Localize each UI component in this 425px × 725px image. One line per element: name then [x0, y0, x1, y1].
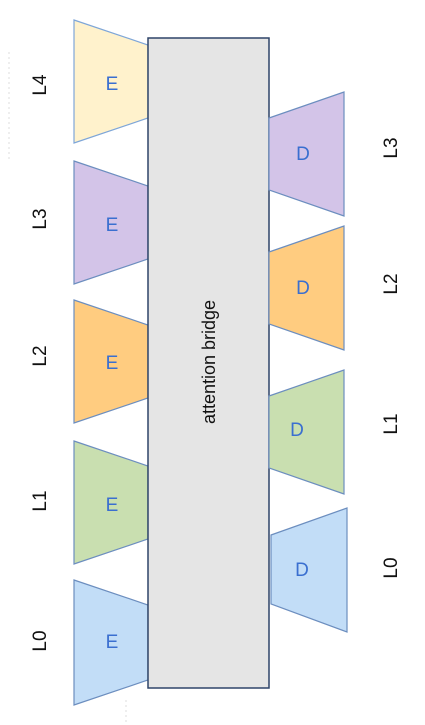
decoder-letter: D — [290, 420, 304, 441]
encoder-language-label: L2 — [30, 345, 51, 366]
encoder-letter: E — [106, 632, 119, 653]
encoder-letter: E — [106, 353, 119, 374]
decoder-block: D — [268, 225, 345, 351]
decoder-letter: D — [296, 144, 310, 165]
encoder-block: E — [73, 579, 149, 706]
encoder-block: E — [73, 299, 149, 424]
decoder-letter: D — [296, 278, 310, 299]
encoder-letter: E — [106, 215, 119, 236]
encoder-language-label: L1 — [30, 490, 51, 511]
attention-bridge — [147, 37, 270, 689]
encoder-letter: E — [106, 74, 119, 95]
encoder-block: E — [73, 19, 149, 144]
decoder-language-label: L0 — [381, 557, 402, 578]
decoder-trapezoid — [268, 225, 345, 351]
decoder-block: D — [270, 507, 348, 633]
encoder-language-label: L0 — [30, 630, 51, 651]
decoder-language-label: L2 — [381, 273, 402, 294]
decoder-trapezoid — [268, 369, 345, 495]
decoder-trapezoid — [268, 91, 345, 217]
attention-bridge-label: attention bridge — [199, 300, 219, 424]
decoder-letter: D — [295, 560, 309, 581]
decoder-block: D — [268, 369, 345, 495]
encoder-block: E — [73, 440, 149, 565]
encoder-letter: E — [106, 495, 119, 516]
encoder-language-label: L4 — [30, 74, 51, 96]
decoder-trapezoid — [270, 507, 348, 633]
decoder-block: D — [268, 91, 345, 217]
encoder-block: E — [73, 160, 149, 285]
decoder-language-label: L1 — [381, 413, 402, 434]
decoder-language-label: L3 — [381, 137, 402, 158]
encoder-language-label: L3 — [30, 208, 51, 229]
